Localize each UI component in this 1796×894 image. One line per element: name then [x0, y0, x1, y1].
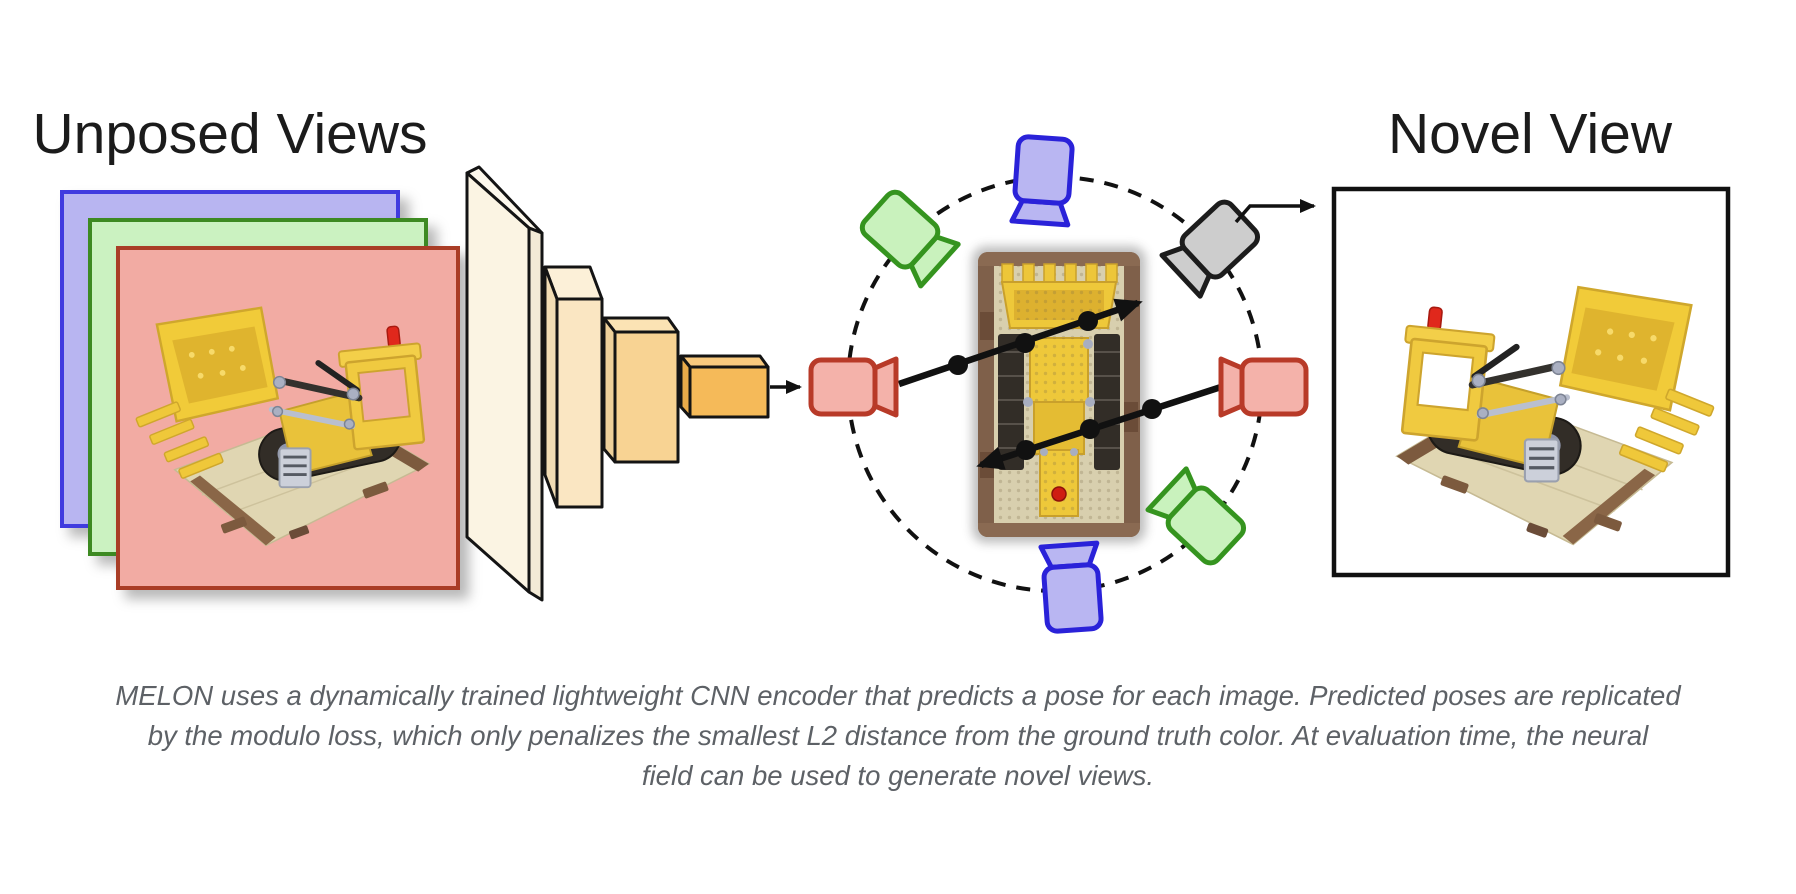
cnn-encoder-layer-2: [543, 265, 604, 509]
novel-view-title: Novel View: [1387, 102, 1673, 166]
cnn-encoder-layer-3: [602, 316, 680, 464]
camera-icon-upper-right-gray-novel-pose: [1162, 197, 1262, 296]
novel-pose-to-render-arrow: [1234, 199, 1316, 224]
camera-icon-lower-right-green: [1148, 469, 1248, 568]
pose-trajectory-forward: [897, 298, 1143, 388]
caption-line-2: by the modulo loss, which only penalizes…: [147, 720, 1649, 751]
camera-icon-top-blue: [1012, 136, 1074, 225]
red-beacon-top-view: [1051, 486, 1067, 502]
lego-bulldozer-top-view: [978, 252, 1140, 537]
unposed-views-title: Unposed Views: [32, 102, 428, 166]
caption-line-1: MELON uses a dynamically trained lightwe…: [115, 680, 1681, 711]
camera-icon-right-red: [1221, 359, 1306, 415]
figure-caption: MELON uses a dynamically trained lightwe…: [63, 676, 1733, 796]
pose-trajectory-backward: [976, 383, 1223, 470]
cnn-encoder-layer-1: [465, 165, 544, 602]
cnn-encoder-layer-4: [679, 354, 770, 419]
camera-icon-left-red-predicted-pose: [811, 359, 896, 415]
cnn-encoder: [465, 165, 770, 602]
camera-icon-upper-left-green: [858, 187, 959, 285]
unposed-views-stack: [60, 190, 460, 590]
caption-line-3: field can be used to generate novel view…: [641, 760, 1155, 791]
camera-icon-bottom-blue: [1041, 543, 1103, 632]
